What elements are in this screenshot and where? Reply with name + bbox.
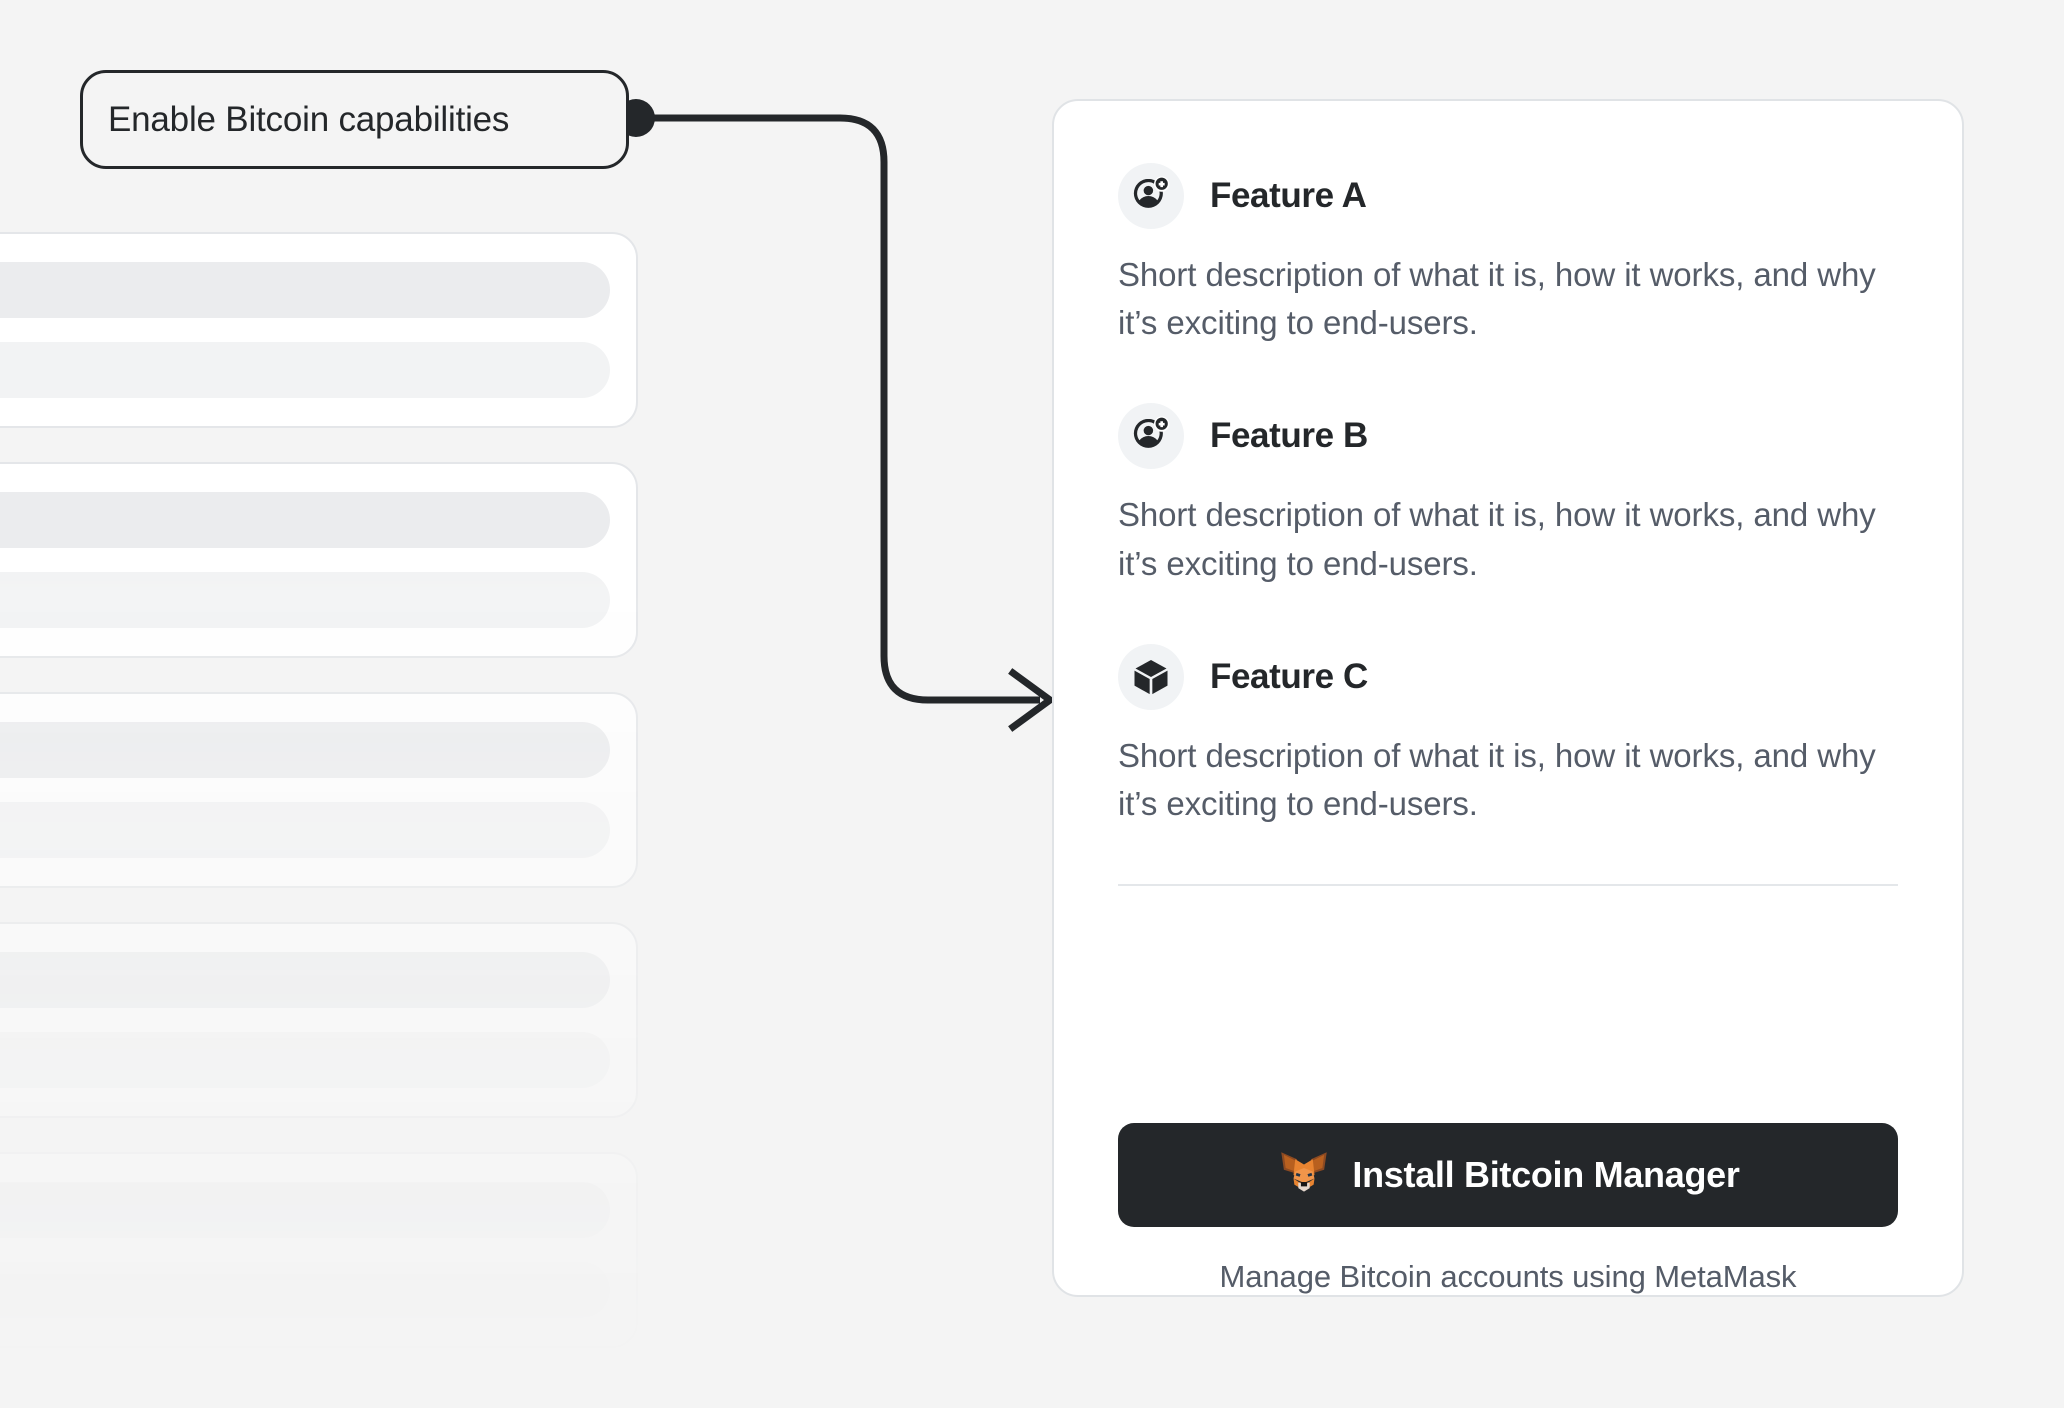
skeleton-card (0, 462, 638, 658)
skeleton-card (0, 692, 638, 888)
card-divider (1118, 884, 1898, 887)
feature-title: Feature C (1210, 656, 1368, 696)
placeholder-bar (0, 1032, 610, 1088)
feature-title: Feature A (1210, 176, 1367, 215)
skeleton-card (0, 922, 638, 1118)
feature-description: Short description of what it is, how it … (1118, 496, 1876, 582)
callout-pill-label: Enable Bitcoin capabilities (108, 99, 510, 139)
placeholder-bar (0, 802, 610, 858)
card-footer: Install Bitcoin Manager Manage Bitcoin a… (1054, 1065, 1962, 1295)
install-button-label: Install Bitcoin Manager (1352, 1154, 1740, 1195)
feature-description: Short description of what it is, how it … (1118, 256, 1876, 342)
skeleton-placeholder-column (0, 232, 640, 1408)
feature-item-c: Feature C Short description of what it i… (1118, 643, 1898, 828)
feature-list: Feature A Short description of what it i… (1054, 101, 1962, 1065)
feature-item-b: Feature B Short description of what it i… (1118, 403, 1898, 587)
placeholder-bar (0, 1182, 610, 1238)
placeholder-bar (0, 722, 610, 778)
feature-title: Feature B (1210, 416, 1368, 456)
placeholder-bar (0, 952, 610, 1008)
placeholder-bar (0, 262, 610, 318)
user-add-icon (1118, 163, 1184, 229)
feature-card: Feature A Short description of what it i… (1052, 99, 1964, 1297)
placeholder-bar (0, 1262, 610, 1318)
skeleton-card (0, 232, 638, 428)
feature-item-a: Feature A Short description of what it i… (1118, 163, 1898, 347)
feature-header: Feature C (1118, 643, 1898, 710)
callout-pill[interactable]: Enable Bitcoin capabilities (80, 70, 629, 169)
placeholder-bar (0, 492, 610, 548)
placeholder-bar (0, 572, 610, 628)
feature-header: Feature B (1118, 403, 1898, 470)
placeholder-bar (0, 342, 610, 398)
feature-header: Feature A (1118, 163, 1898, 229)
metamask-fox-icon (1276, 1147, 1332, 1203)
cube-icon (1118, 643, 1184, 710)
install-bitcoin-manager-button[interactable]: Install Bitcoin Manager (1118, 1123, 1898, 1227)
skeleton-card (0, 1152, 638, 1348)
arrow-right-icon (1008, 668, 1056, 732)
user-add-icon (1118, 403, 1184, 470)
feature-description: Short description of what it is, how it … (1118, 736, 1876, 822)
install-caption: Manage Bitcoin accounts using MetaMask (1219, 1259, 1797, 1294)
